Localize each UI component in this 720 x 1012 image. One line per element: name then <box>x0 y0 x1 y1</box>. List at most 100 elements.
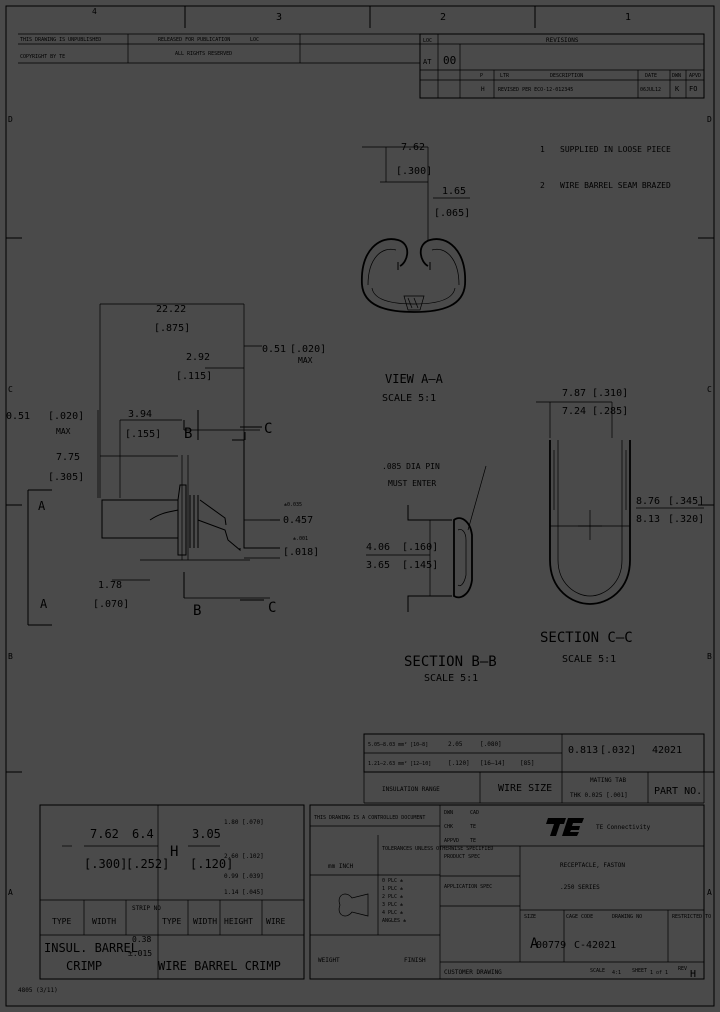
part-no-label: PART NO. <box>654 786 702 797</box>
insul-width-header: WIDTH <box>92 917 116 926</box>
rev-label: REV <box>678 966 687 972</box>
wire-type-header: TYPE <box>162 917 181 926</box>
svg-text:DWN: DWN <box>672 73 681 79</box>
size-label: SIZE <box>524 914 536 920</box>
sheet-label: SHEET <box>632 968 647 974</box>
crimp-6-4: 6.4 <box>132 827 154 841</box>
copyright-note: COPYRIGHT BY TE <box>20 54 65 60</box>
dim-tol-top: ±0.035 <box>284 502 302 508</box>
loc-value: AT <box>423 58 432 66</box>
view-a-a-title: VIEW A—A <box>385 372 444 386</box>
note-2-text: WIRE BARREL SEAM BRAZED <box>560 181 671 190</box>
svg-text:±.015: ±.015 <box>128 949 152 958</box>
svg-text:2.60 [.102]: 2.60 [.102] <box>224 853 264 860</box>
insul-type-header: TYPE <box>52 917 71 926</box>
dim-875: [.875] <box>154 323 190 334</box>
section-a-label-bottom: A <box>40 597 48 611</box>
cage-value: 00779 <box>536 940 566 951</box>
dist-value: 00 <box>443 54 456 67</box>
drawing-no-value: C-42021 <box>574 940 616 951</box>
svg-text:APVD: APVD <box>689 73 701 79</box>
mating-tab-label: MATING TAB <box>590 777 627 784</box>
dwn-value: CAD <box>470 810 479 816</box>
dim-1-65: 1.65 <box>442 186 466 197</box>
svg-text:P: P <box>480 73 483 79</box>
max-top: MAX <box>298 356 313 365</box>
dim-300: [.300] <box>396 166 432 177</box>
section-b-label-bottom: B <box>193 603 201 619</box>
scale-label: SCALE <box>590 968 605 974</box>
chk-label: CHK <box>444 824 453 830</box>
title-strip: THIS DRAWING IS UNPUBLISHED COPYRIGHT BY… <box>18 33 705 99</box>
svg-text:DESCRIPTION: DESCRIPTION <box>550 73 583 79</box>
zone-row-d: D <box>8 115 13 124</box>
finish-label: FINISH <box>404 957 426 964</box>
dim-0-51-top: 0.51 <box>262 344 286 355</box>
dim-305: [.305] <box>48 472 84 483</box>
svg-text:1 PLC ±: 1 PLC ± <box>382 886 403 892</box>
section-b-b: .085 DIA PIN MUST ENTER 4.06 [.160] 3.65… <box>366 462 497 684</box>
svg-text:C: C <box>707 385 712 394</box>
wire-size-label: WIRE SIZE <box>498 783 552 794</box>
dim-160: [.160] <box>402 542 438 553</box>
svg-text:DATE: DATE <box>645 73 657 79</box>
dim-155: [.155] <box>125 429 161 440</box>
section-c-label-top: C <box>264 421 272 437</box>
svg-text:[.032]: [.032] <box>600 745 636 756</box>
zone-col-4: 4 <box>92 7 97 16</box>
side-view: 22.22 [.875] 2.92 [.115] 0.51 [.020] MAX… <box>6 303 326 626</box>
drawing-no-label: DRAWING NO <box>612 914 642 920</box>
section-a-label-top: A <box>38 499 46 513</box>
wire-barrel-crimp-label: WIRE BARREL CRIMP <box>158 959 281 973</box>
dim-115: [.115] <box>176 371 212 382</box>
crimp-252: [.252] <box>126 857 169 871</box>
weight-label: WEIGHT <box>318 957 340 964</box>
dim-020-left: [.020] <box>48 411 84 422</box>
dim-070: [.070] <box>93 599 129 610</box>
strip-no-header: STRIP NO <box>132 905 161 912</box>
tolerance-header: TOLERANCES UNLESS OTHERWISE SPECIFIED <box>382 846 493 852</box>
dim-8-76: 8.76 <box>636 496 660 507</box>
unpublished-note: THIS DRAWING IS UNPUBLISHED <box>20 37 101 43</box>
zone-row-b: B <box>8 652 13 661</box>
wire-width-header: WIDTH <box>193 917 217 926</box>
crimp-table: 7.62 6.4 [.300] [.252] H 3.05 [.120] 1.8… <box>39 804 305 980</box>
svg-text:[.080]: [.080] <box>480 741 502 748</box>
cage-label: CAGE CODE <box>566 914 593 920</box>
customer-drawing-label: CUSTOMER DRAWING <box>444 969 502 976</box>
loc-label: LOC <box>250 37 259 43</box>
chk-value: TE <box>470 824 476 830</box>
dim-310: [.310] <box>592 388 628 399</box>
svg-text:[.120]: [.120] <box>448 760 470 767</box>
dim-285: [.285] <box>592 406 628 417</box>
notes: 1 SUPPLIED IN LOOSE PIECE 2 WIRE BARREL … <box>540 145 671 190</box>
dim-3-65: 3.65 <box>366 560 390 571</box>
part-number-value: 42021 <box>652 745 682 756</box>
crimp-300: [.300] <box>84 857 127 871</box>
controlled-document-note: THIS DRAWING IS A CONTROLLED DOCUMENT <box>314 815 425 821</box>
rev-apvd: FO <box>689 85 697 93</box>
crimp-label: CRIMP <box>66 959 102 973</box>
dim-2-92: 2.92 <box>186 352 210 363</box>
svg-text:2.05: 2.05 <box>448 741 463 748</box>
company-name: TE Connectivity <box>596 824 651 831</box>
rev-date: 06JUL12 <box>640 87 661 93</box>
dim-8-13: 8.13 <box>636 514 660 525</box>
svg-text:ANGLES ±: ANGLES ± <box>382 918 406 924</box>
dim-320: [.320] <box>668 514 704 525</box>
view-a-a-scale: SCALE 5:1 <box>382 393 436 404</box>
section-c-c-scale: SCALE 5:1 <box>562 654 616 665</box>
dim-018: [.018] <box>283 547 319 558</box>
dim-065: [.065] <box>434 208 470 219</box>
insulation-range-label: INSULATION RANGE <box>382 786 440 793</box>
zone-col-1: 1 <box>625 12 631 23</box>
restricted-label: RESTRICTED TO <box>672 914 711 920</box>
product-spec-label: PRODUCT SPEC <box>444 854 480 860</box>
product-title-line2: .250 SERIES <box>560 884 600 891</box>
crimp-3-05: 3.05 <box>192 827 221 841</box>
svg-text:A: A <box>707 888 712 897</box>
svg-text:2 PLC ±: 2 PLC ± <box>382 894 403 900</box>
section-b-b-scale: SCALE 5:1 <box>424 673 478 684</box>
mm-inch-note: mm INCH <box>328 863 354 870</box>
